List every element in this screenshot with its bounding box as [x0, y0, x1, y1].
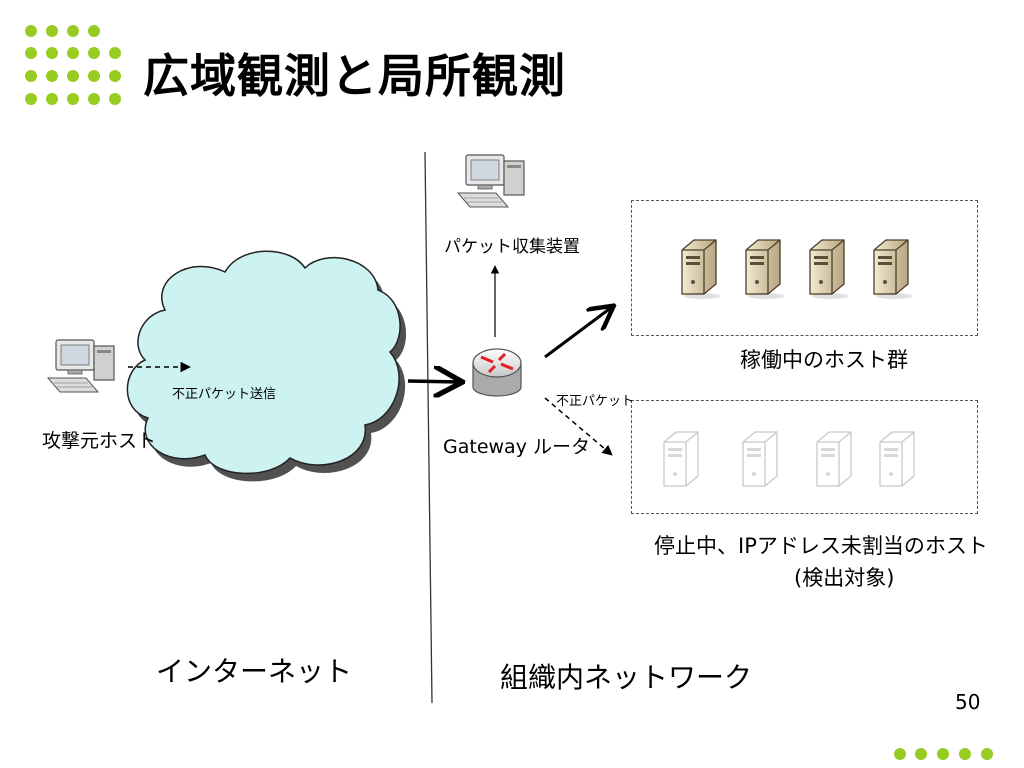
cloud-to-router-arrow [407, 381, 460, 382]
router-icon [472, 348, 522, 397]
router-to-stopped-arrow [544, 397, 613, 456]
packet-collector-label: パケット収集装置 [444, 237, 580, 257]
internet-cloud [126, 250, 407, 482]
stopped-hosts-label: 停止中、IPアドレス未割当のホスト [654, 534, 988, 558]
active-hosts-label: 稼働中のホスト群 [740, 348, 908, 372]
collector-computer-icon [457, 154, 525, 208]
network-divider [424, 151, 433, 704]
slide-title: 広域観測と局所観測 [143, 49, 566, 103]
accent-dots-bottom [894, 748, 993, 760]
attacker-computer-icon [47, 339, 115, 393]
org-network-label: 組織内ネットワーク [500, 661, 753, 694]
illegal-packet-label: 不正パケット [556, 394, 635, 409]
page-number: 50 [955, 690, 981, 714]
active-hosts-group [631, 200, 978, 336]
internet-label: インターネット [156, 655, 353, 688]
detection-target-label: (検出対象) [794, 566, 895, 590]
illegal-packet-send-label: 不正パケット送信 [172, 387, 277, 402]
stopped-hosts-group [631, 400, 978, 514]
attacker-host-label: 攻撃元ホスト [42, 430, 157, 452]
gateway-router-label: Gateway ルータ [443, 436, 590, 458]
accent-dots-top [25, 25, 121, 105]
router-to-active-arrow [544, 307, 612, 359]
